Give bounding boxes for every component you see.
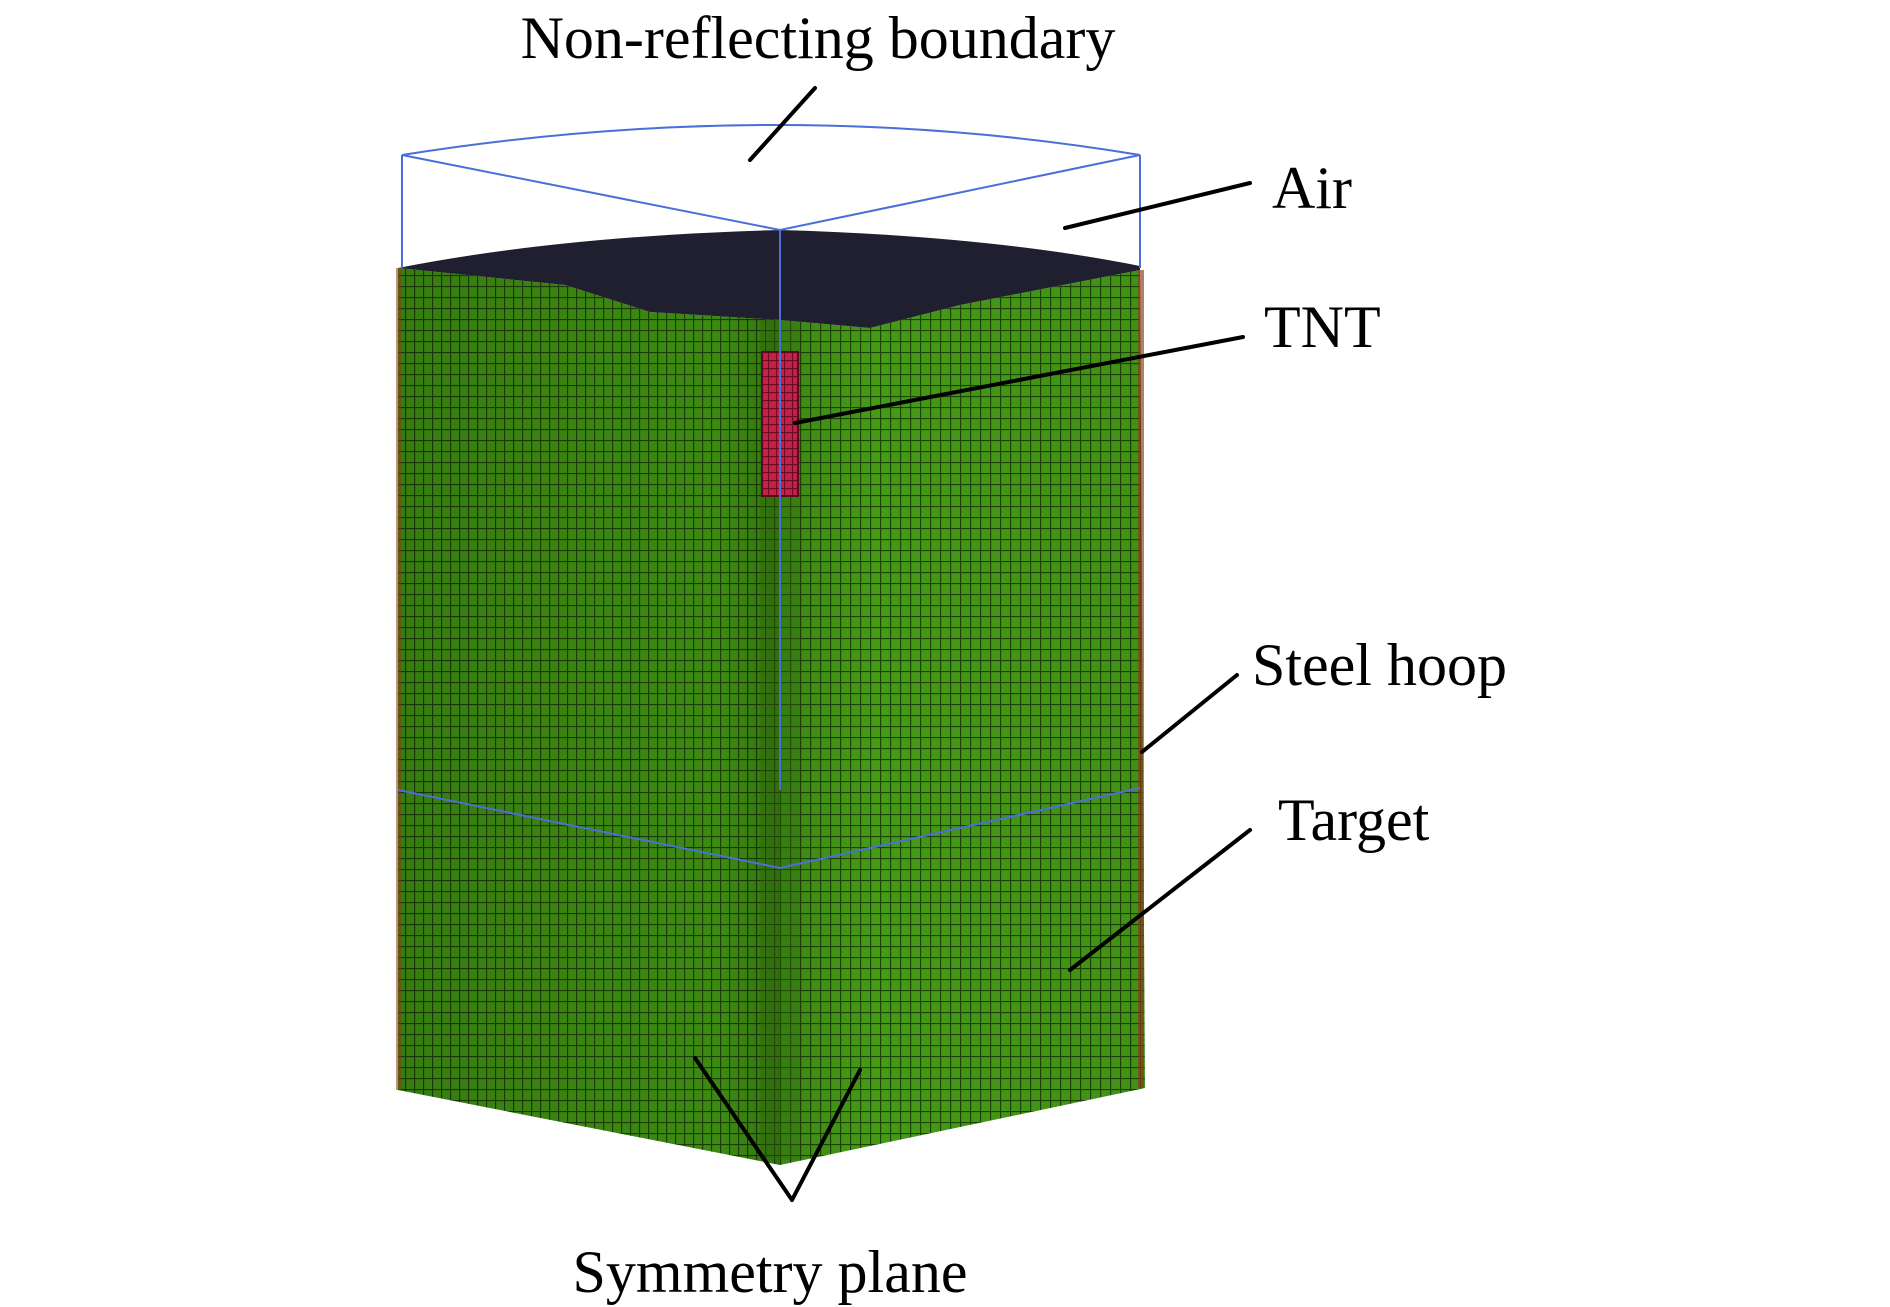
label-target: Target [1278,787,1430,853]
steel-hoop-right-edge [1138,270,1144,1088]
leader-steel-hoop [1142,675,1237,752]
label-steel-hoop: Steel hoop [1252,632,1507,698]
target-right-face [780,270,1145,1165]
label-symmetry-plane: Symmetry plane [573,1239,968,1305]
steel-hoop-left-edge [396,268,401,1090]
label-air: Air [1272,155,1352,221]
leader-air [1065,183,1250,228]
label-non-reflecting-boundary: Non-reflecting boundary [521,5,1116,71]
target-left-face [398,268,780,1165]
label-tnt: TNT [1264,294,1381,360]
leader-non-reflecting-boundary [750,88,815,160]
